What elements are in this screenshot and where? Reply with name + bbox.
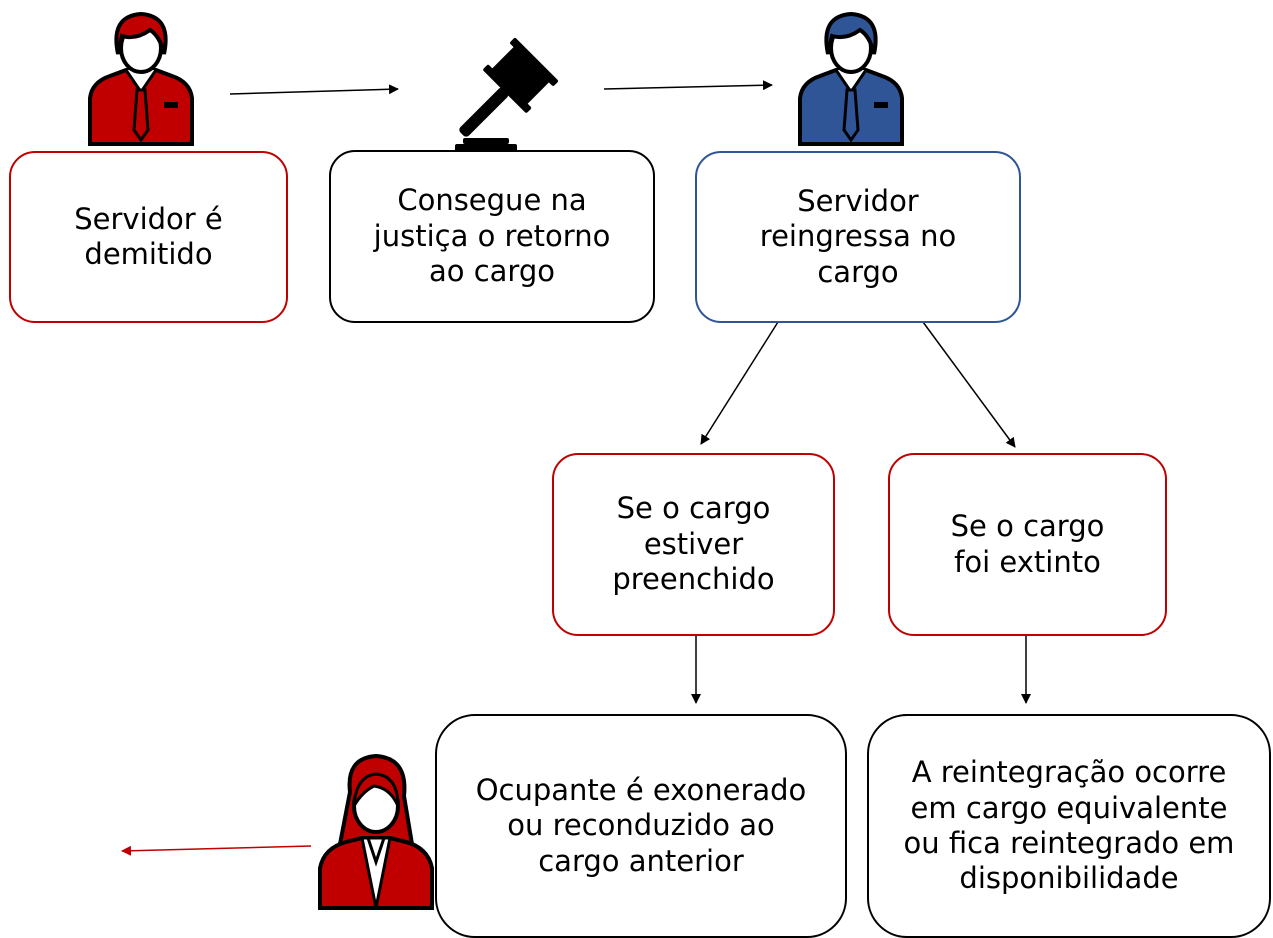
node-cargo-extinto: Se o cargo foi extinto — [888, 453, 1167, 636]
node-servidor-reingressa: Servidor reingressa no cargo — [695, 151, 1021, 323]
node-label: Ocupante é exonerado ou reconduzido ao c… — [475, 772, 807, 878]
gavel-icon — [455, 38, 558, 152]
arrow-reingressa-to-extinto — [922, 321, 1016, 448]
businessman-icon — [88, 11, 194, 146]
node-servidor-demitido: Servidor é demitido — [9, 151, 288, 323]
businesswoman-icon — [318, 753, 434, 910]
node-label: Se o cargo foi extinto — [950, 509, 1105, 579]
arrow-justica-to-reingressa — [603, 80, 773, 91]
node-reintegracao: A reintegração ocorre em cargo equivalen… — [867, 714, 1271, 938]
businessman-icon — [798, 11, 904, 146]
arrow-reingressa-to-preenchido — [700, 321, 779, 445]
node-consegue-justica: Consegue na justiça o retorno ao cargo — [329, 150, 655, 323]
node-label: Servidor reingressa no cargo — [759, 183, 957, 289]
node-cargo-preenchido: Se o cargo estiver preenchido — [552, 453, 835, 636]
node-label: Consegue na justiça o retorno ao cargo — [373, 183, 611, 289]
arrow-demitido-to-justica — [229, 84, 399, 95]
node-label: Servidor é demitido — [74, 201, 223, 271]
node-label: A reintegração ocorre em cargo equivalen… — [903, 755, 1235, 896]
node-label: Se o cargo estiver preenchido — [612, 491, 775, 597]
arrow-exit-left — [121, 845, 312, 856]
node-ocupante-exonerado: Ocupante é exonerado ou reconduzido ao c… — [435, 714, 847, 938]
